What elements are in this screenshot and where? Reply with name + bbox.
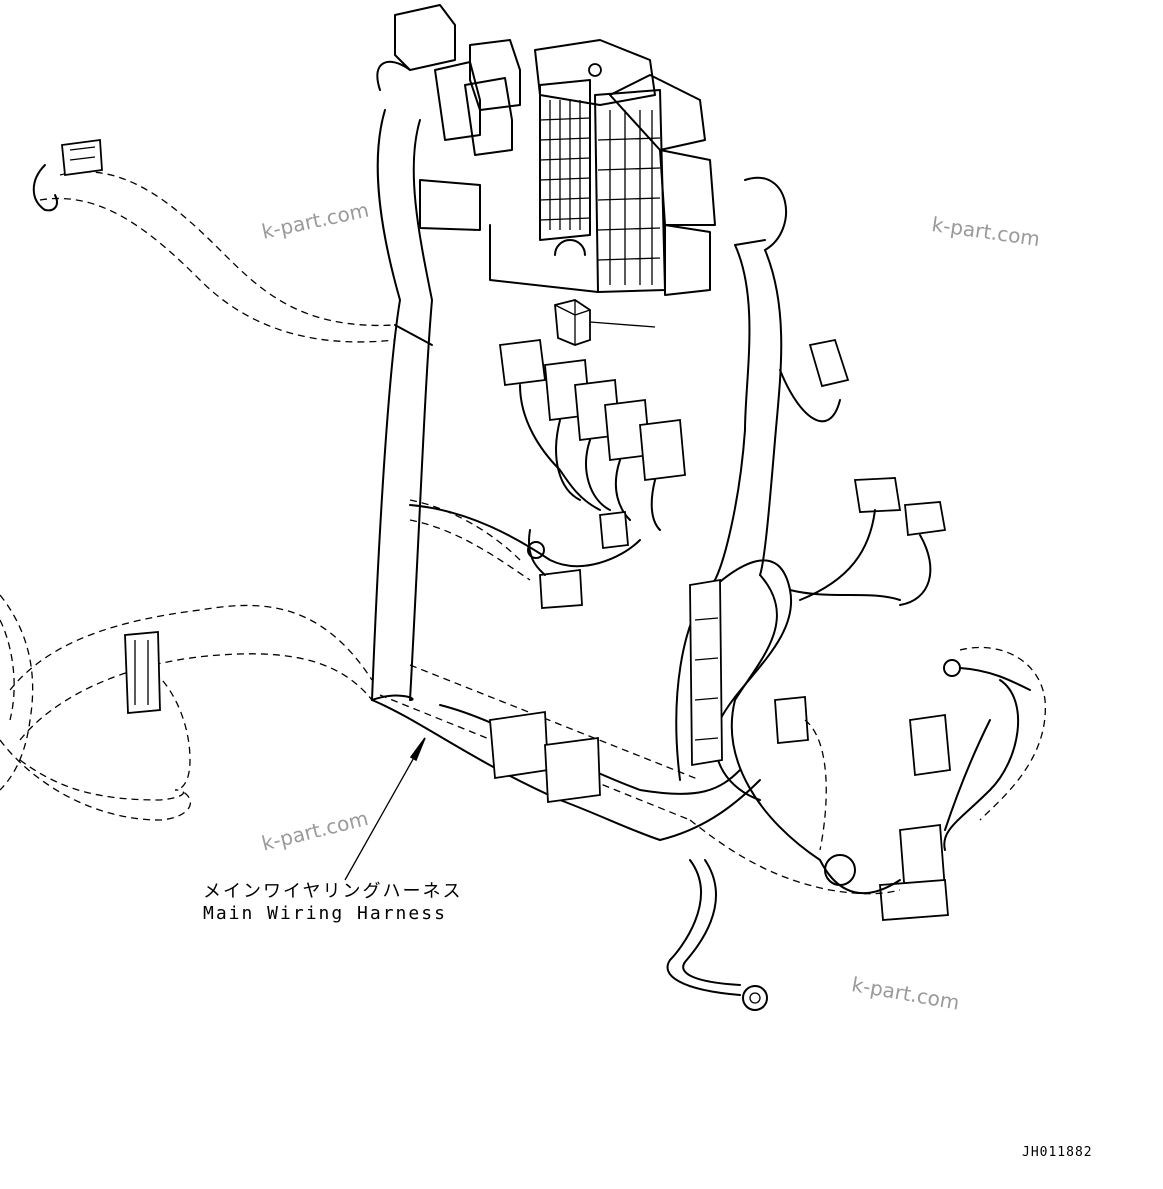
- callout-leader: [344, 737, 426, 881]
- harness-trunk-left: [371, 109, 433, 701]
- hidden-branch-top-left: [32, 138, 396, 343]
- callout-label-jp: メインワイヤリングハーネス: [203, 881, 463, 902]
- callout-label-en: Main Wiring Harness: [203, 903, 447, 924]
- harness-connectors: [124, 578, 723, 804]
- fuse-relay-box: [376, 4, 716, 296]
- relay-part-callout: [554, 299, 656, 346]
- hidden-harness-left: [0, 499, 701, 821]
- relay-bank: [409, 338, 686, 609]
- harness-trunk-right: [714, 176, 787, 581]
- main-wiring-harness: [371, 559, 821, 861]
- drawing-code: JH011882: [1022, 1145, 1093, 1160]
- ground-strap: [666, 859, 768, 1011]
- right-connectors: [689, 338, 1046, 921]
